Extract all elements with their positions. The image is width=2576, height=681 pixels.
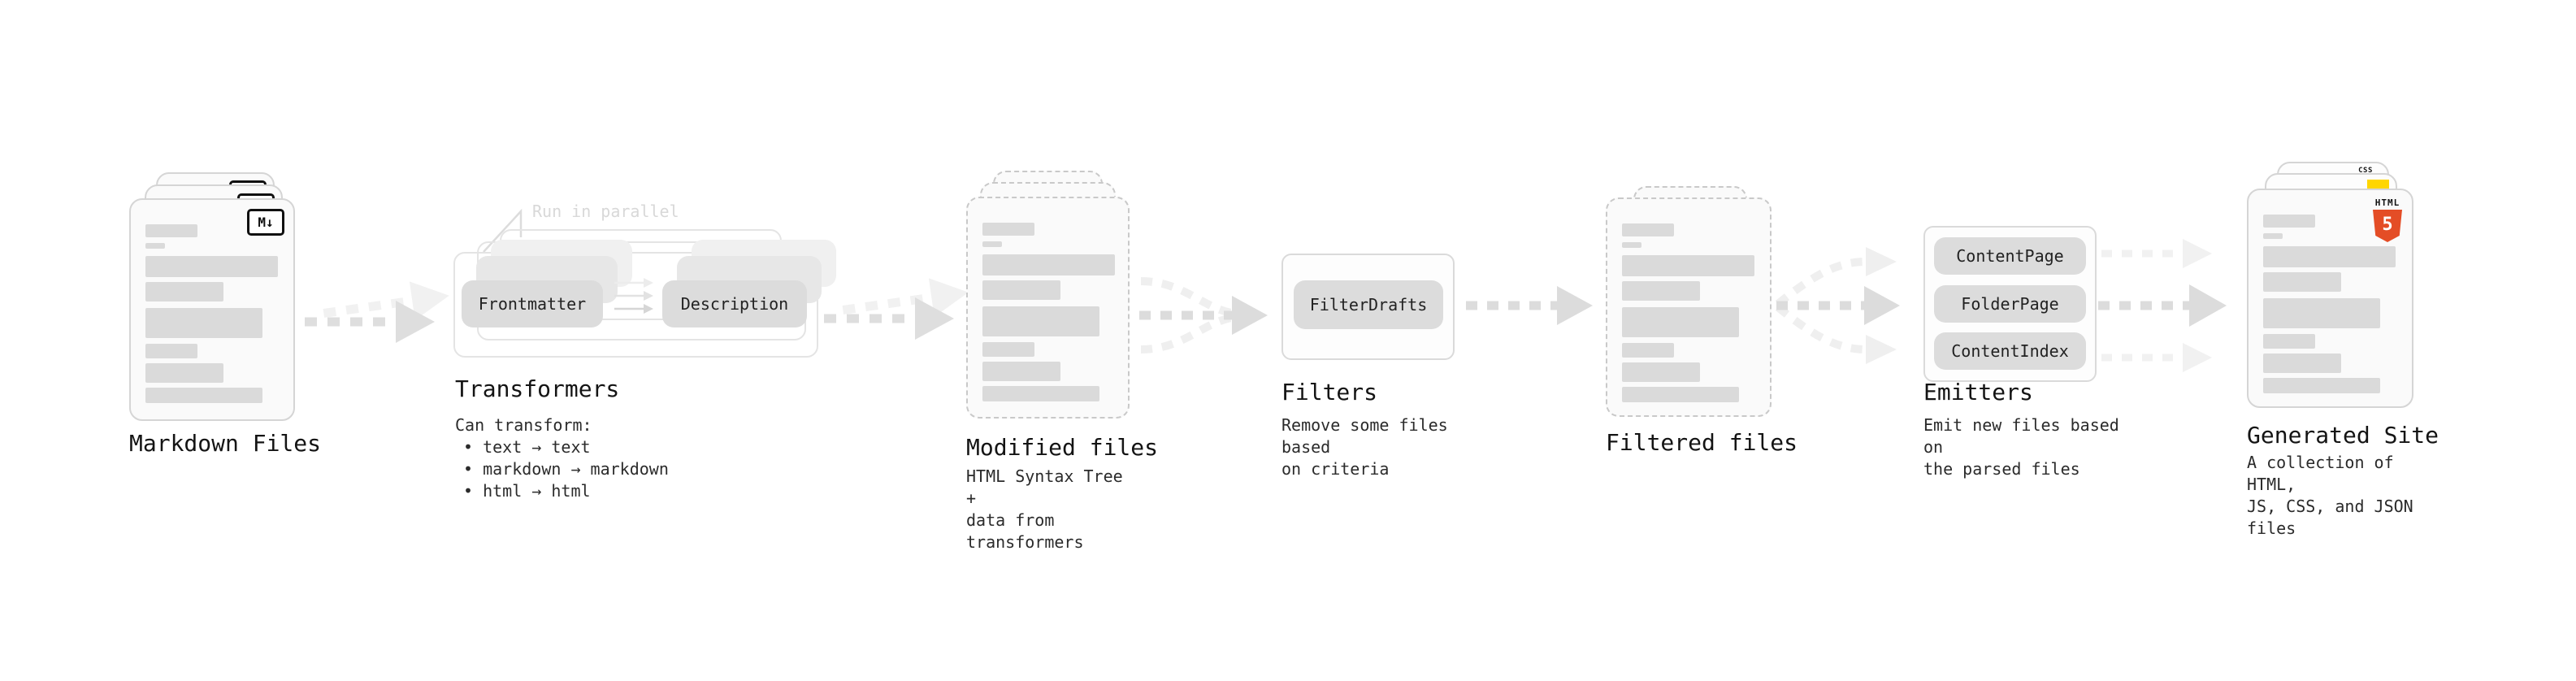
skeleton-line (2263, 215, 2315, 228)
skeleton-line (982, 306, 1099, 336)
skeleton-line (982, 280, 1060, 300)
bullet-item: • html → html (463, 481, 591, 501)
arrow-filters-to-filtered (1466, 286, 1593, 325)
skeleton-line (2263, 354, 2341, 373)
skeleton-line (982, 241, 1002, 247)
stage-label-modified-files: Modified files (966, 434, 1159, 461)
arrow-filtered-to-emitters (1775, 247, 1900, 364)
html5-number: 5 (2382, 215, 2393, 235)
stage-label-transformers: Transformers (455, 375, 620, 402)
emitter-pill-folderpage: FolderPage (1934, 285, 2086, 323)
skeleton-line (2263, 272, 2341, 292)
emitter-pill-contentindex: ContentIndex (1934, 332, 2086, 370)
stage-label-markdown-files: Markdown Files (129, 430, 322, 457)
skeleton-line (1622, 307, 1739, 337)
stage-label-filters: Filters (1281, 379, 1378, 406)
stage-generated-site: CSS HTML 5 G (2247, 162, 2442, 538)
stage-label-filtered-files: Filtered files (1606, 429, 1798, 456)
annotation-leader-line (483, 208, 523, 253)
skeleton-line (982, 362, 1060, 381)
filters-caption: Remove some files based on criteria (1281, 415, 1448, 479)
run-in-parallel-annotation: Run in parallel (532, 202, 679, 221)
stage-modified-files: Modified files HTML Syntax Tree + data f… (966, 171, 1158, 552)
parallel-arrows-icon (614, 278, 653, 314)
skeleton-line (1622, 242, 1641, 248)
transformer-pill-frontmatter: Frontmatter (462, 280, 603, 327)
html5-icon: HTML 5 (2373, 198, 2402, 242)
arrow-modified-to-filters (1139, 277, 1268, 354)
html5-icon-label: HTML (2374, 197, 2400, 208)
skeleton-line (145, 256, 278, 277)
modified-file-card-front (966, 197, 1130, 419)
stage-label-emitters: Emitters (1923, 379, 2033, 406)
transformers-caption-title: Can transform: (455, 415, 592, 435)
skeleton-line (2263, 246, 2396, 267)
skeleton-line (982, 342, 1034, 357)
skeleton-line (1622, 281, 1700, 301)
js-badge (2367, 180, 2389, 190)
skeleton-line (145, 308, 262, 338)
emitter-pill-contentpage: ContentPage (1934, 237, 2086, 275)
transformers-bullet-list: • text → text • markdown → markdown • ht… (463, 436, 669, 502)
generated-file-card-html: HTML 5 (2247, 189, 2413, 408)
stage-emitters: ContentPage FolderPage ContentIndex Emit… (1923, 226, 2127, 494)
modified-files-caption: HTML Syntax Tree + data from transformer… (966, 466, 1123, 552)
transformer-box-front (453, 252, 818, 358)
skeleton-line (1622, 362, 1700, 382)
emitters-caption: Emit new files based on the parsed files (1923, 415, 2119, 479)
bullet-item: • text → text (463, 437, 591, 457)
stage-filters: FilterDrafts Filters Remove some files b… (1281, 254, 1493, 497)
skeleton-line (2263, 298, 2380, 328)
filter-pill-filterdrafts: FilterDrafts (1294, 280, 1443, 329)
stage-filtered-files: Filtered files (1606, 186, 1798, 511)
skeleton-line (145, 243, 165, 249)
skeleton-line (145, 344, 197, 358)
skeleton-line (2263, 334, 2315, 349)
markdown-icon: M↓ (247, 209, 284, 236)
skeleton-line (1622, 387, 1739, 402)
skeleton-line (1622, 255, 1754, 276)
skeleton-line (2263, 233, 2283, 239)
skeleton-line (145, 363, 223, 383)
skeleton-line (2263, 378, 2380, 393)
css-badge-label: CSS (2358, 167, 2373, 175)
skeleton-line (1622, 343, 1674, 358)
arrow-transformers-to-modified (824, 278, 969, 340)
arrow-markdown-to-transformers (305, 281, 449, 343)
bullet-item: • markdown → markdown (463, 459, 669, 479)
filtered-file-card-front (1606, 197, 1772, 417)
skeleton-line (145, 282, 223, 301)
skeleton-line (145, 388, 262, 403)
arrow-emitters-to-generated (2098, 239, 2227, 372)
skeleton-line (982, 223, 1034, 236)
skeleton-line (1622, 223, 1674, 236)
skeleton-line (982, 386, 1099, 401)
stage-transformers: Run in parallel Frontmatter Description … (453, 202, 836, 543)
skeleton-line (982, 254, 1115, 275)
transformer-pill-description: Description (662, 280, 807, 327)
html5-shield: 5 (2373, 210, 2402, 242)
stage-markdown-files: M↓ M↓ M↓ Markdown Files (129, 172, 321, 514)
skeleton-line (145, 224, 197, 237)
stage-label-generated-site: Generated Site (2247, 422, 2439, 449)
markdown-file-card-front: M↓ (129, 198, 295, 421)
generated-site-caption: A collection of HTML, JS, CSS, and JSON … (2247, 453, 2413, 538)
